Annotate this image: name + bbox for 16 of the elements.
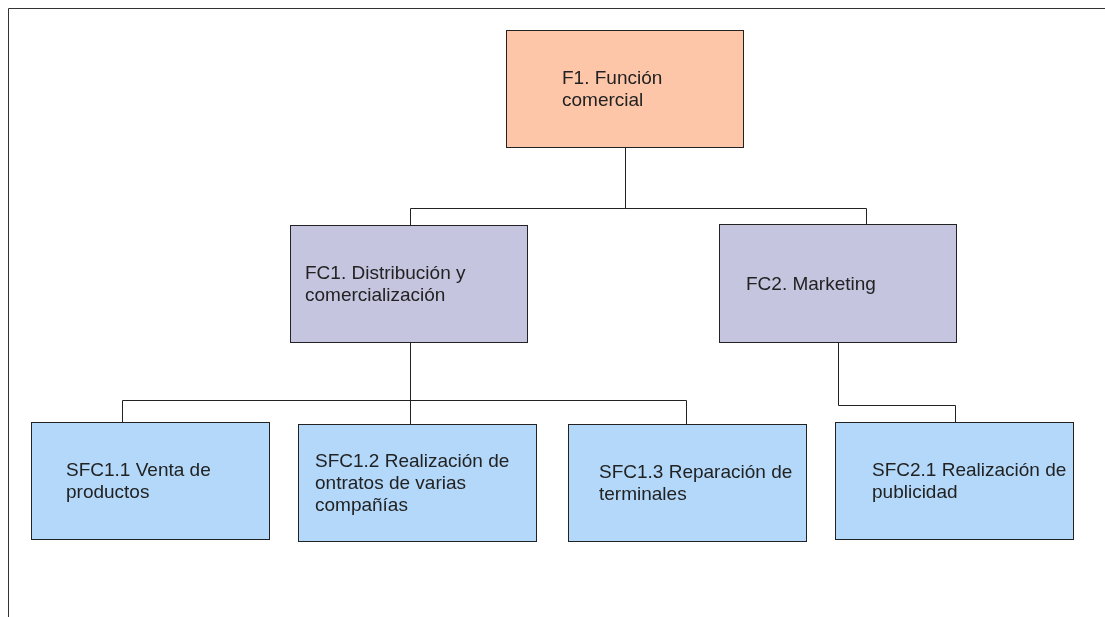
org-box — [835, 422, 1074, 540]
org-box — [568, 424, 807, 542]
box-label: SFC1.1 Venta de productos — [66, 459, 212, 503]
box-label: SFC1.2 Realización de ontratos de varias compañías — [315, 450, 511, 516]
connector-line — [838, 342, 956, 423]
box-label: F1. Función comercial — [562, 67, 664, 111]
box-label: SFC2.1 Realización de publicidad — [872, 459, 1068, 503]
org-box — [290, 225, 528, 343]
org-box — [31, 422, 270, 540]
box-label: FC1. Distribución y comercialización — [305, 262, 467, 306]
org-box — [298, 424, 537, 542]
box-label: FC2. Marketing — [746, 272, 876, 295]
org-box — [506, 30, 744, 148]
box-label: SFC1.3 Reparación de terminales — [599, 461, 794, 505]
org-box — [719, 224, 957, 343]
connector-line — [625, 147, 867, 225]
